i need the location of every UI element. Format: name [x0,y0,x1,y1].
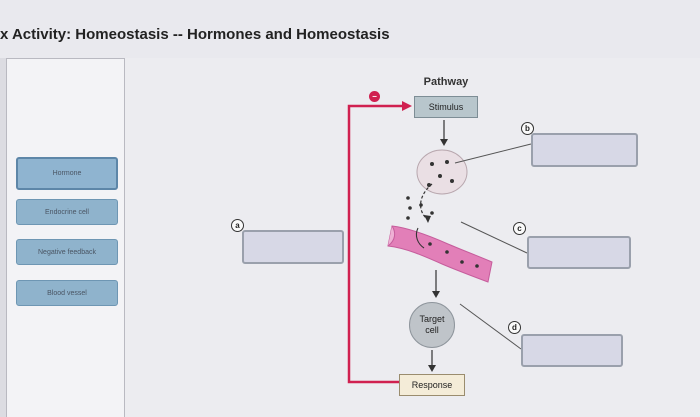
target-cell-label-line1: Target [419,314,445,324]
label-chip-hormone[interactable]: Hormone [16,157,118,190]
drop-target-b[interactable] [531,133,638,167]
drop-target-d[interactable] [521,334,623,367]
marker-b: b [521,122,534,135]
leader-line-c [460,221,528,254]
endocrine-cell-shape [416,149,468,195]
marker-d: d [508,321,521,334]
negative-sign-icon: − [369,91,380,102]
label-chip-negative-feedback[interactable]: Negative feedback [16,239,118,265]
pathway-title: Pathway [423,76,469,88]
label-bank-panel [6,58,125,417]
drop-target-c[interactable] [527,236,631,269]
label-chip-blood-vessel[interactable]: Blood vessel [16,280,118,306]
marker-c: c [513,222,526,235]
leader-line-d [459,303,522,350]
feedback-arrowhead [402,101,412,111]
negative-feedback-line [347,104,414,384]
target-cell-label-line2: cell [425,325,439,335]
page-title: x Activity: Homeostasis -- Hormones and … [0,26,390,43]
target-cell: Target cell [409,302,455,348]
drop-target-a[interactable] [242,230,344,264]
label-chip-endocrine-cell[interactable]: Endocrine cell [16,199,118,225]
left-edge-strip [0,58,6,417]
blood-vessel-shape [387,225,493,283]
stimulus-box: Stimulus [414,96,478,118]
response-box: Response [399,374,465,396]
leader-line-b [454,143,532,164]
marker-a: a [231,219,244,232]
